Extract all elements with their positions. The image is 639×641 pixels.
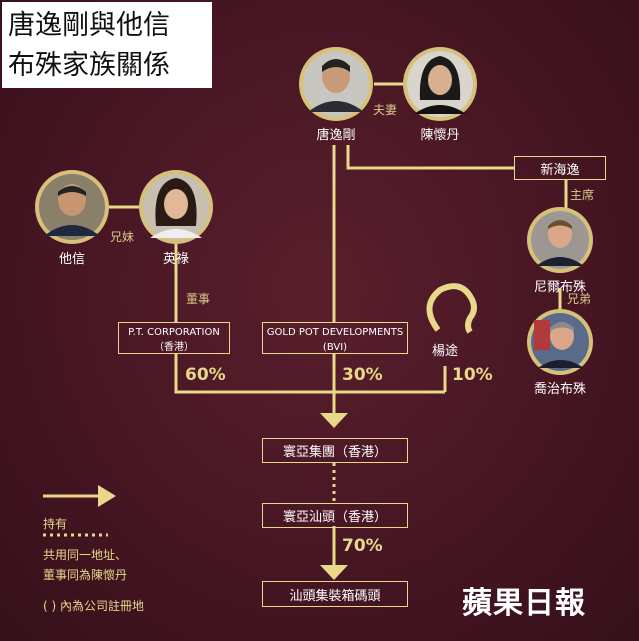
- label-chairman: 主席: [570, 188, 595, 202]
- pt-corporation-place: （香港）: [154, 342, 194, 353]
- legend-shared-line-1: 共用同一地址、: [43, 548, 128, 562]
- name-yeung: 楊途: [431, 344, 458, 359]
- title-line-2: 布殊家族關係: [8, 50, 170, 81]
- label-director: 董事: [186, 292, 211, 306]
- stake-goldpot: 30%: [342, 365, 383, 385]
- portrait-neil: [527, 207, 593, 273]
- label-spouse: 夫妻: [373, 103, 398, 117]
- legend-shared-line-2: 董事同為陳懷丹: [43, 568, 128, 582]
- apple-daily-logo: 蘋果日報: [462, 586, 586, 621]
- portrait-thaksin: [35, 170, 109, 244]
- stake-shantou: 70%: [342, 536, 383, 556]
- legend-holding: 持有: [43, 517, 68, 531]
- label-brothers: 兄弟: [567, 292, 592, 306]
- name-george: 喬治布殊: [533, 382, 586, 397]
- legend-parens: ( ) 內為公司註冊地: [43, 599, 144, 613]
- company-new-hai-yat: 新海逸: [514, 156, 606, 180]
- gold-pot-name: GOLD POT DEVELOPMENTS: [266, 327, 404, 338]
- name-chan: 陳懷丹: [420, 128, 460, 143]
- stake-yeung: 10%: [452, 365, 493, 385]
- pt-corporation-name: P.T. CORPORATION: [128, 327, 220, 338]
- name-yingluck: 英祿: [162, 252, 189, 267]
- silhouette-yeung: [426, 283, 477, 334]
- gold-pot-place: (BVI): [322, 342, 348, 353]
- company-wah-a-shantou: 寰亞汕頭（香港）: [262, 503, 408, 528]
- stake-pt: 60%: [185, 365, 226, 385]
- name-thaksin: 他信: [58, 252, 85, 267]
- title-line-1: 唐逸剛與他信: [8, 10, 170, 41]
- company-wah-a-group: 寰亞集團（香港）: [262, 438, 408, 463]
- name-tang: 唐逸剛: [316, 128, 356, 143]
- portrait-george: [527, 309, 593, 375]
- label-siblings: 兄妹: [110, 230, 135, 244]
- name-neil: 尼爾布殊: [533, 280, 586, 295]
- company-pt-corporation: P.T. CORPORATION （香港）: [118, 322, 230, 354]
- portrait-yingluck: [139, 170, 213, 244]
- portrait-tang: [299, 47, 373, 121]
- portrait-chan: [403, 47, 477, 121]
- diagram-title: 唐逸剛與他信 布殊家族關係: [2, 2, 212, 88]
- company-shantou-port: 汕頭集裝箱碼頭: [262, 581, 408, 607]
- company-gold-pot: GOLD POT DEVELOPMENTS (BVI): [262, 322, 408, 354]
